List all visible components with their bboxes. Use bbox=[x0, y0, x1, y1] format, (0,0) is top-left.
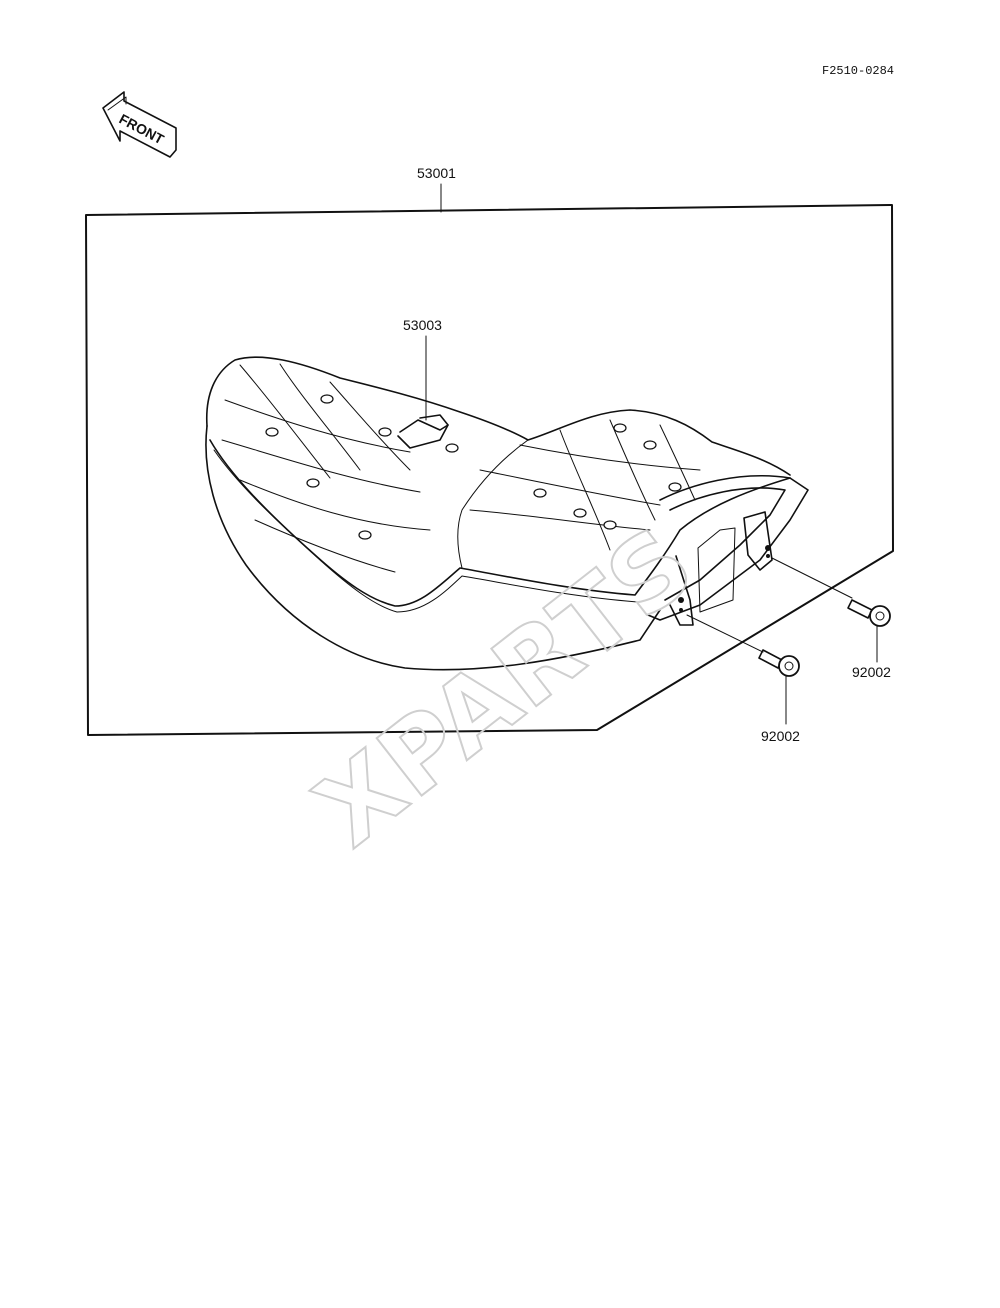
drawing-code: F2510-0284 bbox=[822, 64, 894, 78]
assembly-frame bbox=[85, 204, 894, 736]
part-label-92002-lower: 92002 bbox=[761, 728, 800, 744]
front-arrow-icon: FRONT bbox=[102, 91, 177, 158]
seat-illustration bbox=[205, 356, 809, 671]
bolt-icon bbox=[686, 614, 800, 677]
watermark: XPARTS bbox=[295, 504, 716, 869]
part-label-53003: 53003 bbox=[403, 317, 442, 333]
part-label-92002-right: 92002 bbox=[852, 664, 891, 680]
bolt-icon bbox=[771, 557, 891, 627]
part-label-53001: 53001 bbox=[417, 165, 456, 181]
